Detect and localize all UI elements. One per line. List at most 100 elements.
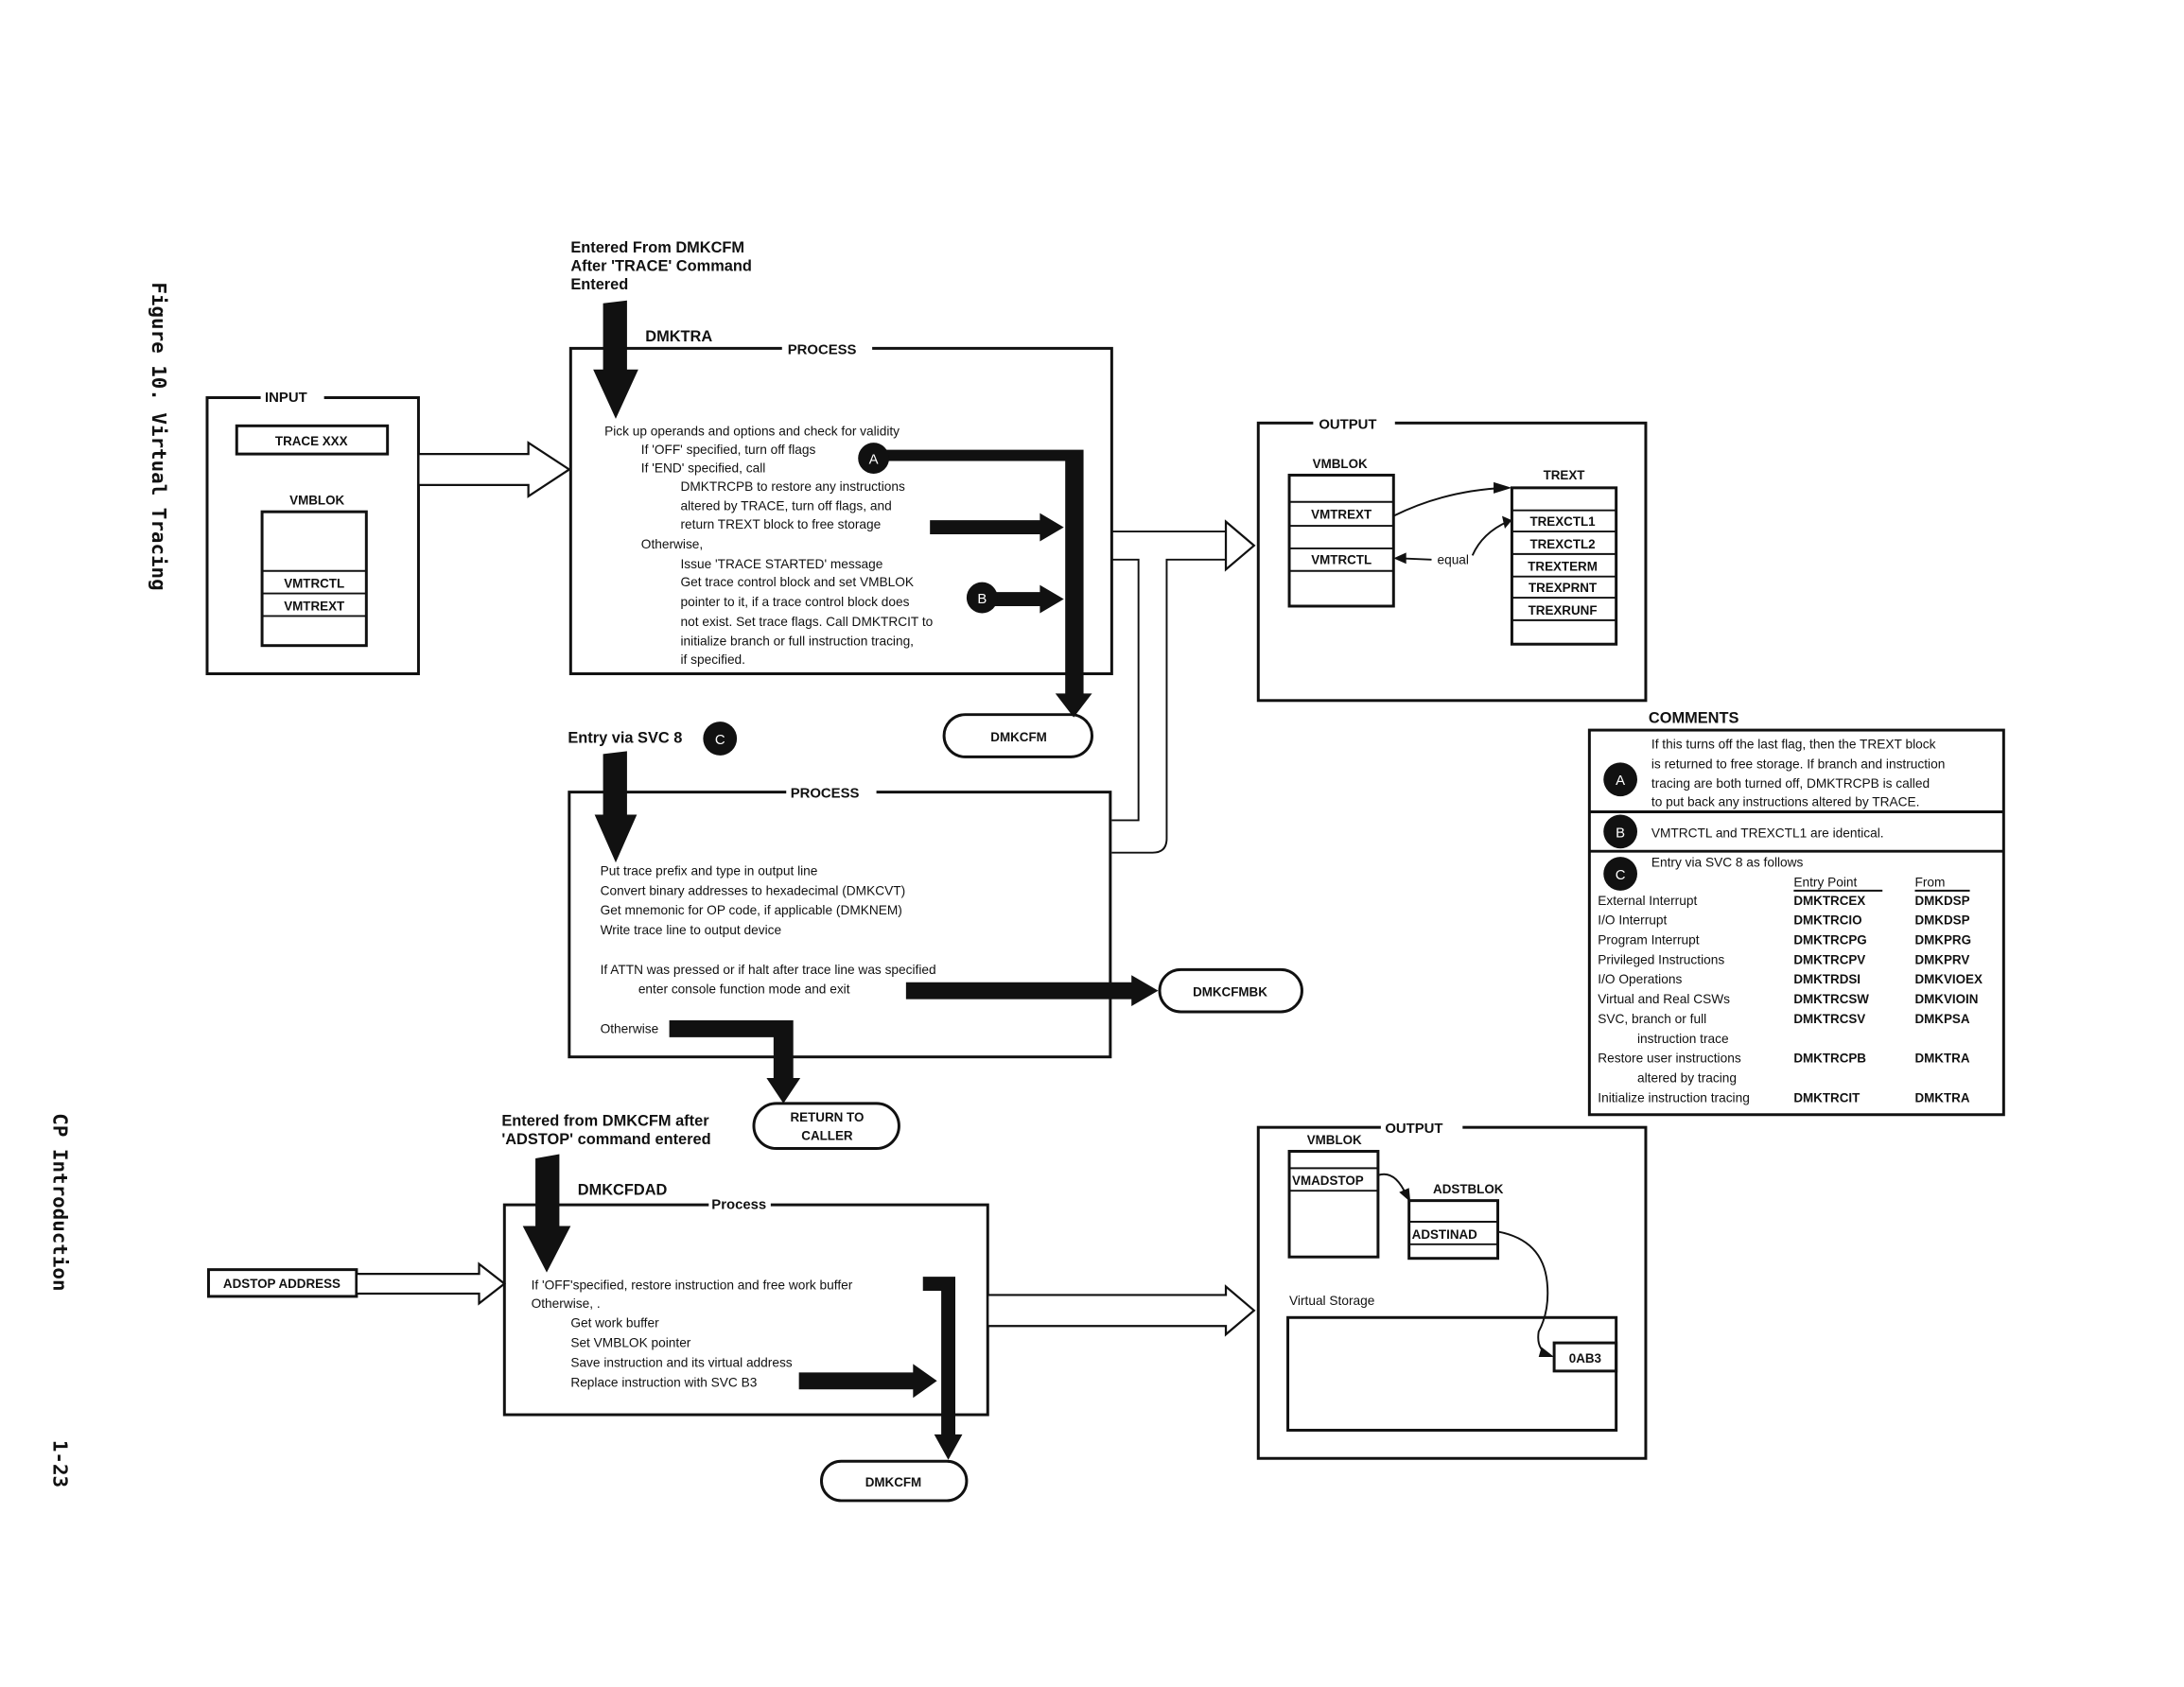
trext-field: TREXPRNT: [1529, 581, 1598, 595]
comment-b-marker: B: [1616, 826, 1625, 841]
svc-process-panel: Entry via SVC 8 C PROCESS Put trace pref…: [568, 722, 1303, 1151]
row-label: External Interrupt: [1598, 894, 1697, 908]
adstop-output-title: OUTPUT: [1385, 1122, 1442, 1137]
trace-output-panel: OUTPUT VMBLOK VMTREXT VMTRCTL TREXT TREX…: [1256, 412, 1648, 703]
vmadstop-field: VMADSTOP: [1292, 1174, 1364, 1188]
adstop-process-title: Process: [711, 1198, 766, 1213]
trext-field: TREXTERM: [1528, 560, 1598, 574]
marker-b-arrow: [986, 584, 1064, 614]
adstop-vmblok-label: VMBLOK: [1307, 1133, 1362, 1147]
row-label: Initialize instruction tracing: [1598, 1090, 1750, 1104]
row-from: DMKDSP: [1914, 913, 1969, 928]
trace-process-panel: Entered From DMKCFM After 'TRACE' Comman…: [568, 239, 1113, 758]
marker-b-icon: [966, 582, 998, 614]
trext-field: TREXCTL1: [1529, 514, 1596, 529]
comment-b-icon: [1603, 814, 1638, 849]
trext-field: TREXCTL2: [1529, 537, 1595, 551]
row-from: DMKVIOIN: [1914, 992, 1978, 1006]
trace-line: DMKTRCPB to restore any instructions: [681, 479, 905, 494]
trace-line: Otherwise,: [641, 537, 703, 551]
adstop-line: Replace instruction with SVC B3: [570, 1375, 757, 1389]
row-from: DMKPRG: [1914, 933, 1971, 948]
svc-line: If ATTN was pressed or if halt after tra…: [601, 963, 936, 977]
row-from: DMKDSP: [1914, 894, 1969, 908]
svc-entry-label: Entry via SVC 8: [568, 729, 682, 746]
comment-c-marker: C: [1616, 868, 1626, 883]
trace-line: altered by TRACE, turn off flags, and: [681, 499, 892, 513]
return-label-line-2: CALLER: [801, 1129, 853, 1143]
trace-entry-line-2: After 'TRACE' Command: [570, 257, 752, 274]
storage-value: 0AB3: [1569, 1351, 1601, 1365]
row-label: Restore user instructions: [1598, 1052, 1741, 1066]
virtual-storage-label: Virtual Storage: [1289, 1294, 1374, 1308]
trace-line: Pick up operands and options and check f…: [604, 425, 900, 439]
equal-label: equal: [1437, 552, 1469, 566]
trace-line: Get trace control block and set VMBLOK: [681, 575, 915, 589]
comment-a-line: tracing are both turned off, DMKTRCPB is…: [1651, 776, 1930, 791]
svc-line: Convert binary addresses to hexadecimal …: [601, 883, 906, 897]
comment-a-line: is returned to free storage. If branch a…: [1651, 757, 1945, 771]
marker-c-label: C: [715, 733, 725, 748]
trace-entry-line-3: Entered: [570, 276, 628, 293]
marker-b-label: B: [977, 592, 987, 607]
row-entry-point: DMKTRCPB: [1793, 1052, 1866, 1066]
svc-process-title: PROCESS: [791, 787, 860, 802]
trace-process-title: PROCESS: [788, 342, 857, 357]
row-label: I/O Interrupt: [1598, 913, 1667, 928]
comment-a-icon: [1603, 762, 1638, 797]
row-label: SVC, branch or full: [1598, 1012, 1706, 1026]
input-vmblok-label: VMBLOK: [289, 494, 344, 508]
adstop-process-panel: Entered from DMKCFM after 'ADSTOP' comma…: [206, 1113, 1256, 1503]
adstop-line: If 'OFF'specified, restore instruction a…: [532, 1278, 853, 1292]
input-field-vmtrctl: VMTRCTL: [284, 577, 344, 591]
comments-panel: COMMENTS A If this turns off the last fl…: [1587, 710, 2005, 1117]
trext-field: TREXRUNF: [1529, 603, 1598, 617]
row-label-continued: instruction trace: [1637, 1032, 1729, 1046]
row-entry-point: DMKTRCSV: [1793, 1012, 1865, 1026]
adstop-line: Set VMBLOK pointer: [570, 1336, 690, 1350]
adstop-entry-line-1: Entered from DMKCFM after: [501, 1113, 709, 1130]
comments-title: COMMENTS: [1649, 710, 1739, 727]
row-from: DMKPSA: [1914, 1012, 1969, 1026]
row-entry-point: DMKTRDSI: [1793, 972, 1861, 986]
svc-line: Write trace line to output device: [601, 923, 781, 937]
row-entry-point: DMKTRCPV: [1793, 952, 1865, 966]
comment-c-text: Entry via SVC 8 as follows: [1651, 856, 1804, 870]
trace-output-title: OUTPUT: [1319, 417, 1376, 432]
return-arrow: [669, 1019, 801, 1104]
adstop-line: Save instruction and its virtual address: [570, 1355, 792, 1369]
adstop-exit-dmkcfm-label: DMKCFM: [865, 1475, 922, 1489]
trace-entry-line-1: Entered From DMKCFM: [570, 239, 744, 256]
marker-a-icon: [858, 443, 889, 474]
adstop-entry-arrow: [522, 1154, 571, 1273]
comment-a-marker: A: [1616, 774, 1625, 789]
trace-line: If 'END' specified, call: [641, 461, 766, 475]
marker-a-label: A: [869, 453, 879, 468]
trace-command: TRACE XXX: [275, 434, 348, 448]
input-field-vmtrext: VMTREXT: [284, 599, 345, 613]
process-to-output-connector: [1111, 519, 1256, 854]
header-entry-point: Entry Point: [1793, 875, 1857, 889]
trace-line: pointer to it, if a trace control block …: [681, 595, 910, 609]
row-label: Program Interrupt: [1598, 933, 1699, 948]
page-number: 1-23: [49, 1440, 72, 1487]
trace-line: if specified.: [681, 652, 745, 667]
attn-exit-arrow: [905, 975, 1159, 1007]
section-title: CP Introduction: [49, 1113, 72, 1291]
adstop-exit-dmkcfm-terminal: [819, 1459, 969, 1503]
row-entry-point: DMKTRCIO: [1793, 913, 1861, 928]
svc-line: enter console function mode and exit: [638, 983, 850, 997]
output-vmblok-label: VMBLOK: [1313, 457, 1368, 471]
dmkcfmbk-label: DMKCFMBK: [1193, 985, 1267, 1000]
trace-module-name: DMKTRA: [645, 328, 712, 345]
return-to-caller-terminal: [752, 1102, 900, 1151]
row-entry-point: DMKTRCIT: [1793, 1090, 1861, 1104]
comment-a-line: to put back any instructions altered by …: [1651, 795, 1920, 809]
vmblok-field-vmtrext: VMTREXT: [1311, 508, 1372, 522]
row-label: Virtual and Real CSWs: [1598, 992, 1730, 1006]
trace-line: If 'OFF' specified, turn off flags: [641, 443, 816, 457]
